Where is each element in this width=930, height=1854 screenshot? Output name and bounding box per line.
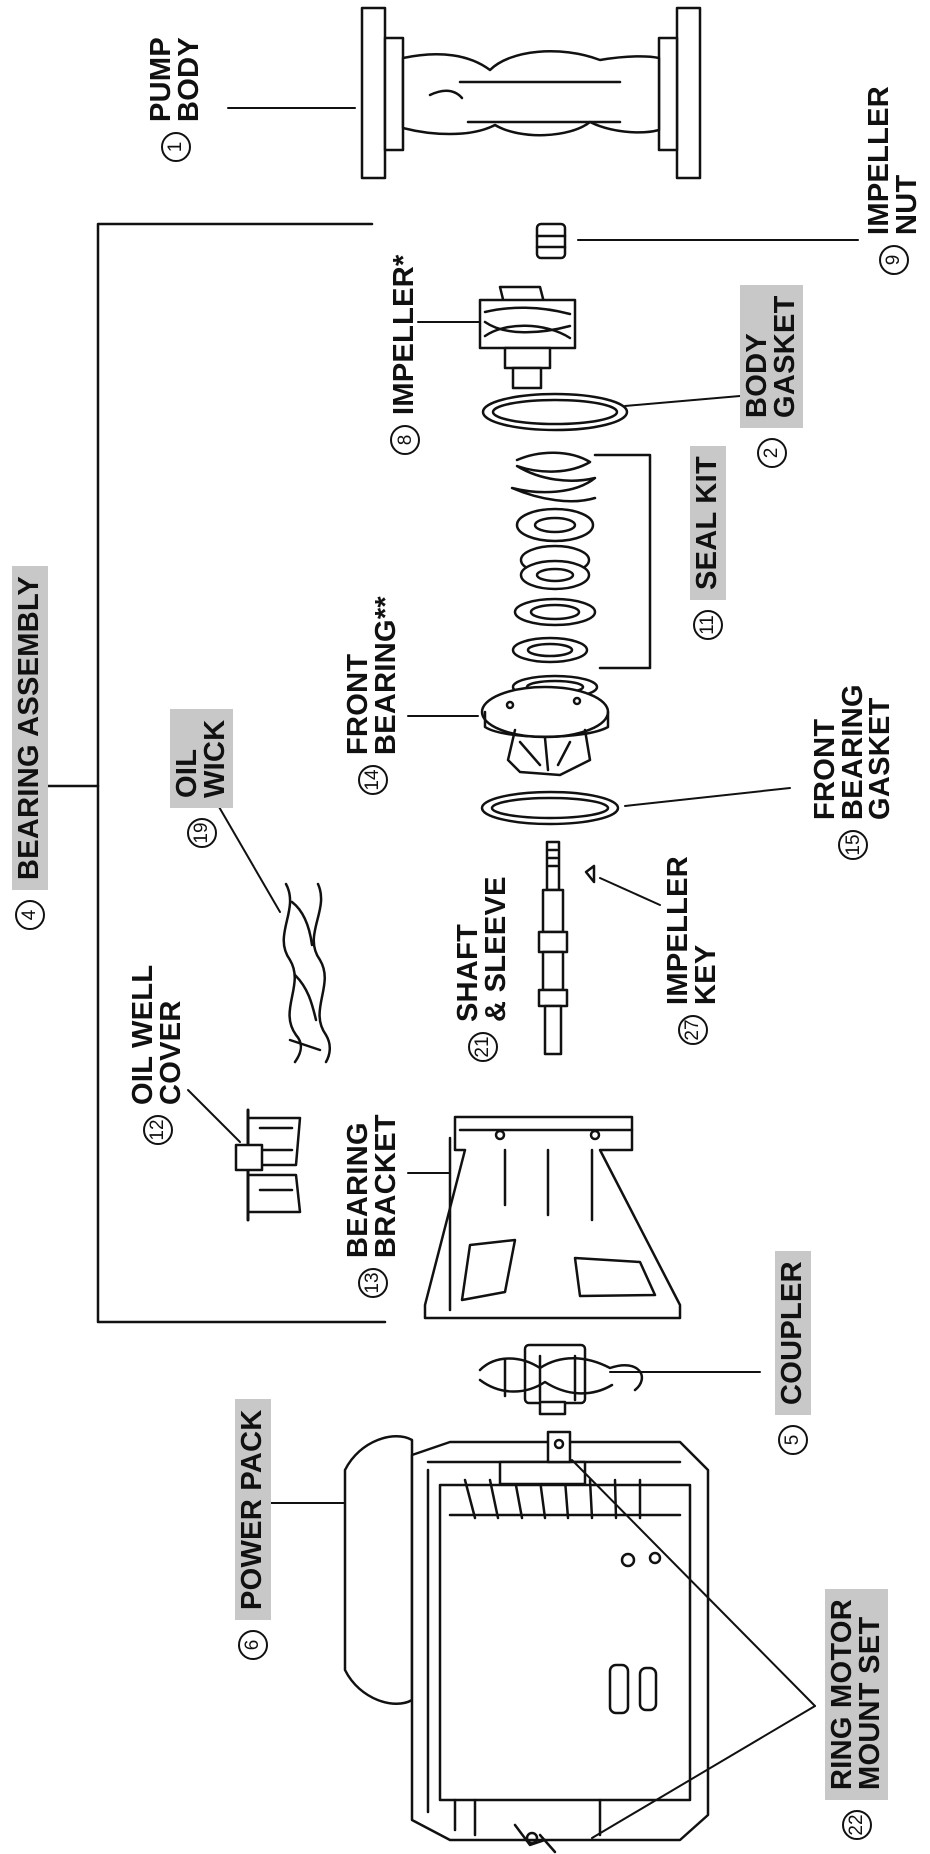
label-body-gasket: 2 BODY GASKET	[740, 285, 804, 468]
label-oil-well-cover: 12 OIL WELL COVER	[127, 964, 187, 1145]
label-shaft-sleeve: 21 SHAFT & SLEEVE	[452, 876, 512, 1062]
part-name-power-pack: POWER PACK	[235, 1399, 271, 1620]
bearing-bracket-drawing	[423, 1115, 682, 1320]
part-name-bearing-assembly: BEARING ASSEMBLY	[12, 566, 48, 890]
impeller-drawing	[478, 285, 577, 390]
part-number-oil-wick: 19	[186, 818, 217, 848]
part-name-ring-motor-mount-set: RING MOTOR MOUNT SET	[825, 1589, 889, 1800]
leader-ring-motor-a	[571, 1459, 816, 1707]
impeller-key-drawing	[584, 864, 596, 884]
label-oil-wick: 19 OIL WICK	[170, 709, 234, 848]
label-impeller-nut: 9 IMPELLER NUT	[863, 85, 923, 275]
part-number-front-bearing-gasket: 15	[838, 830, 869, 860]
label-impeller-key: 27 IMPELLER KEY	[662, 855, 722, 1045]
part-name-seal-kit: SEAL KIT	[690, 446, 726, 600]
label-front-bearing-gasket: 15 FRONT BEARING GASKET	[809, 684, 897, 860]
label-bearing-assembly: 4 BEARING ASSEMBLY	[12, 566, 48, 930]
label-ring-motor-mount-set: 22 RING MOTOR MOUNT SET	[825, 1589, 889, 1840]
part-name-impeller-key: IMPELLER KEY	[662, 855, 722, 1005]
part-number-impeller-nut: 9	[878, 245, 909, 275]
coupler-drawing	[478, 1343, 644, 1416]
part-name-impeller: IMPELLER*	[388, 254, 421, 415]
part-number-impeller: 8	[390, 425, 420, 455]
part-number-seal-kit: 11	[692, 610, 723, 640]
leader-lines	[187, 107, 859, 1839]
seal-kit-bracket	[593, 453, 652, 670]
seal-kit-drawing	[510, 451, 599, 700]
shaft-sleeve-drawing	[537, 840, 569, 1056]
part-number-body-gasket: 2	[756, 438, 787, 468]
leader-front-bearing-gasket	[624, 787, 791, 807]
label-pump-body: 1 PUMP BODY	[145, 37, 205, 162]
oil-wick-drawing	[282, 882, 331, 1064]
part-number-coupler: 5	[777, 1425, 808, 1455]
front-bearing-gasket-drawing	[480, 790, 620, 826]
pump-body-drawing	[360, 6, 702, 180]
part-number-bearing-assembly: 4	[14, 900, 45, 930]
part-number-shaft-sleeve: 21	[467, 1032, 498, 1062]
part-number-front-bearing: 14	[357, 765, 388, 795]
part-number-ring-motor-mount-set: 22	[841, 1810, 872, 1840]
part-name-impeller-nut: IMPELLER NUT	[863, 85, 923, 235]
leader-oil-well-cover	[187, 1089, 241, 1143]
impeller-nut-drawing	[535, 222, 567, 260]
power-pack-drawing	[343, 1430, 710, 1854]
label-front-bearing: 14 FRONT BEARING**	[342, 596, 402, 795]
part-name-pump-body: PUMP BODY	[145, 37, 205, 122]
leader-body-gasket	[624, 395, 741, 407]
part-name-shaft-sleeve: SHAFT & SLEEVE	[452, 876, 512, 1022]
label-seal-kit: 11 SEAL KIT	[690, 446, 726, 640]
leader-ring-motor-b	[591, 1705, 816, 1839]
part-number-bearing-bracket: 13	[357, 1268, 388, 1298]
part-name-oil-well-cover: OIL WELL COVER	[127, 964, 187, 1105]
front-bearing-drawing	[480, 685, 610, 777]
label-bearing-bracket: 13 BEARING BRACKET	[342, 1114, 402, 1298]
label-impeller: 8 IMPELLER*	[388, 254, 421, 455]
body-gasket-drawing	[481, 392, 629, 432]
leader-oil-wick	[214, 799, 281, 913]
part-name-oil-wick: OIL WICK	[170, 709, 234, 808]
part-name-front-bearing-gasket: FRONT BEARING GASKET	[809, 684, 897, 820]
part-name-front-bearing: FRONT BEARING**	[342, 596, 402, 755]
label-coupler: 5 COUPLER	[775, 1251, 811, 1455]
part-name-bearing-bracket: BEARING BRACKET	[342, 1114, 402, 1258]
part-name-body-gasket: BODY GASKET	[740, 285, 804, 428]
leader-impeller-key	[599, 877, 661, 906]
label-power-pack: 6 POWER PACK	[235, 1399, 271, 1660]
part-number-impeller-key: 27	[677, 1015, 708, 1045]
oil-well-cover-drawing	[234, 1108, 302, 1222]
part-number-pump-body: 1	[160, 132, 191, 162]
bearing-assembly-bracket	[44, 222, 387, 1324]
part-number-oil-well-cover: 12	[142, 1115, 173, 1145]
part-number-power-pack: 6	[237, 1630, 268, 1660]
part-name-coupler: COUPLER	[775, 1251, 811, 1415]
